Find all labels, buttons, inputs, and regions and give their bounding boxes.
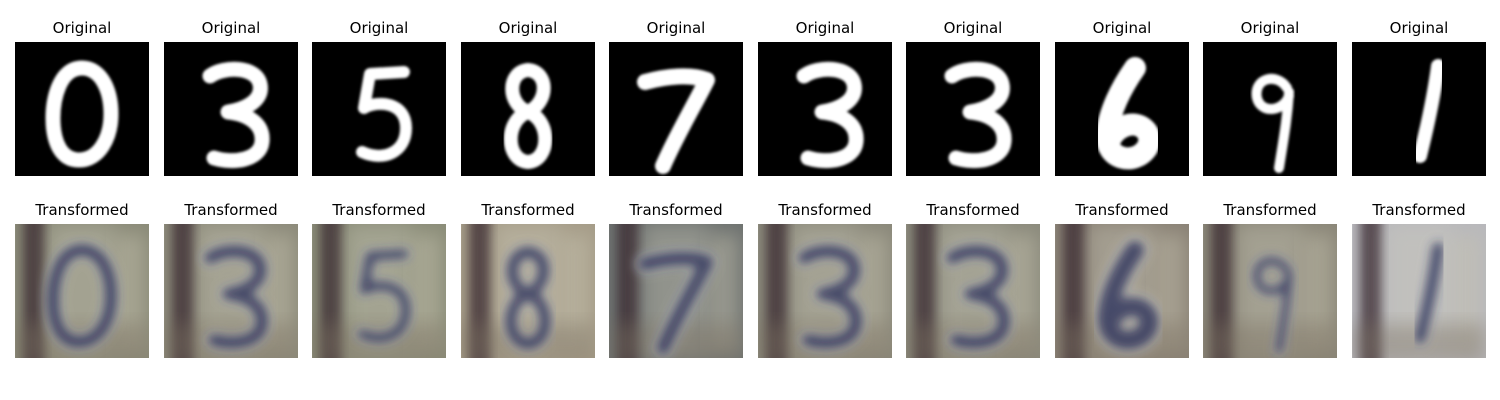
panel-title: Original bbox=[943, 19, 1003, 37]
panel-title: Transformed bbox=[1075, 201, 1169, 219]
original-digit-image bbox=[312, 42, 446, 176]
digit-stroke bbox=[1251, 74, 1294, 173]
panel-title: Transformed bbox=[481, 201, 575, 219]
digit-stroke bbox=[1413, 59, 1445, 163]
digit-stroke bbox=[203, 244, 269, 350]
original-digit-image bbox=[15, 42, 149, 176]
original-digit-image bbox=[461, 42, 595, 176]
transformed-digit-image bbox=[461, 224, 595, 358]
transformed-digit-image bbox=[312, 224, 446, 358]
digit-svg bbox=[906, 42, 1040, 176]
panel-title: Transformed bbox=[184, 201, 278, 219]
panel-title: Original bbox=[1092, 19, 1152, 37]
digit-svg bbox=[758, 42, 892, 176]
original-digit-image bbox=[758, 42, 892, 176]
original-digit-image bbox=[609, 42, 743, 176]
digit-svg bbox=[312, 42, 446, 176]
transformed-digit-image bbox=[906, 224, 1040, 358]
digit-svg bbox=[15, 224, 149, 358]
panel-title: Original bbox=[1240, 19, 1300, 37]
panel-title: Original bbox=[795, 19, 855, 37]
digit-stroke bbox=[46, 243, 118, 349]
digit-stroke bbox=[45, 60, 119, 168]
original-digit-image bbox=[1055, 42, 1189, 176]
digit-stroke bbox=[637, 251, 715, 356]
digit-svg bbox=[461, 224, 595, 358]
transformed-digit-image bbox=[609, 224, 743, 358]
digit-stroke bbox=[797, 244, 863, 350]
panel-title: Transformed bbox=[1223, 201, 1317, 219]
digit-svg bbox=[164, 224, 298, 358]
digit-svg bbox=[1203, 224, 1337, 358]
digit-stroke bbox=[1413, 241, 1445, 345]
digit-stroke bbox=[202, 61, 270, 169]
panel-title: Transformed bbox=[778, 201, 872, 219]
transformed-digit-image bbox=[1352, 224, 1486, 358]
digit-stroke bbox=[356, 248, 412, 344]
digit-svg bbox=[758, 224, 892, 358]
digit-stroke bbox=[1097, 240, 1160, 351]
digit-stroke bbox=[1252, 256, 1294, 355]
original-digit-image bbox=[1352, 42, 1486, 176]
panel-title: Transformed bbox=[35, 201, 129, 219]
panel-title: Transformed bbox=[926, 201, 1020, 219]
digit-svg bbox=[1352, 224, 1486, 358]
digit-svg bbox=[15, 42, 149, 176]
texture-patch bbox=[1203, 324, 1337, 358]
digit-svg bbox=[906, 224, 1040, 358]
digit-stroke bbox=[945, 244, 1011, 350]
digit-stroke bbox=[503, 63, 553, 169]
digit-svg bbox=[312, 224, 446, 358]
panel-title: Original bbox=[498, 19, 558, 37]
digit-stroke bbox=[1096, 57, 1161, 170]
digit-svg bbox=[609, 42, 743, 176]
digit-svg bbox=[164, 42, 298, 176]
transformed-digit-image bbox=[164, 224, 298, 358]
original-digit-image bbox=[164, 42, 298, 176]
digit-stroke bbox=[356, 66, 412, 162]
digit-svg bbox=[1203, 42, 1337, 176]
transformed-digit-image bbox=[15, 224, 149, 358]
panel-title: Transformed bbox=[1372, 201, 1466, 219]
transformed-digit-image bbox=[1203, 224, 1337, 358]
panel-title: Original bbox=[349, 19, 409, 37]
digit-svg bbox=[1352, 42, 1486, 176]
digit-stroke bbox=[504, 245, 552, 351]
digit-stroke bbox=[796, 61, 864, 169]
digit-svg bbox=[1055, 224, 1189, 358]
original-digit-image bbox=[906, 42, 1040, 176]
digit-svg bbox=[461, 42, 595, 176]
digit-stroke bbox=[944, 61, 1012, 169]
original-digit-image bbox=[1203, 42, 1337, 176]
transformed-digit-image bbox=[758, 224, 892, 358]
panel-title: Original bbox=[1389, 19, 1449, 37]
digit-svg bbox=[1055, 42, 1189, 176]
digit-stroke bbox=[637, 68, 715, 174]
panel-title: Original bbox=[646, 19, 706, 37]
panel-title: Transformed bbox=[629, 201, 723, 219]
transformed-digit-image bbox=[1055, 224, 1189, 358]
panel-title: Original bbox=[201, 19, 261, 37]
digit-svg bbox=[609, 224, 743, 358]
panel-title: Transformed bbox=[332, 201, 426, 219]
panel-title: Original bbox=[52, 19, 112, 37]
